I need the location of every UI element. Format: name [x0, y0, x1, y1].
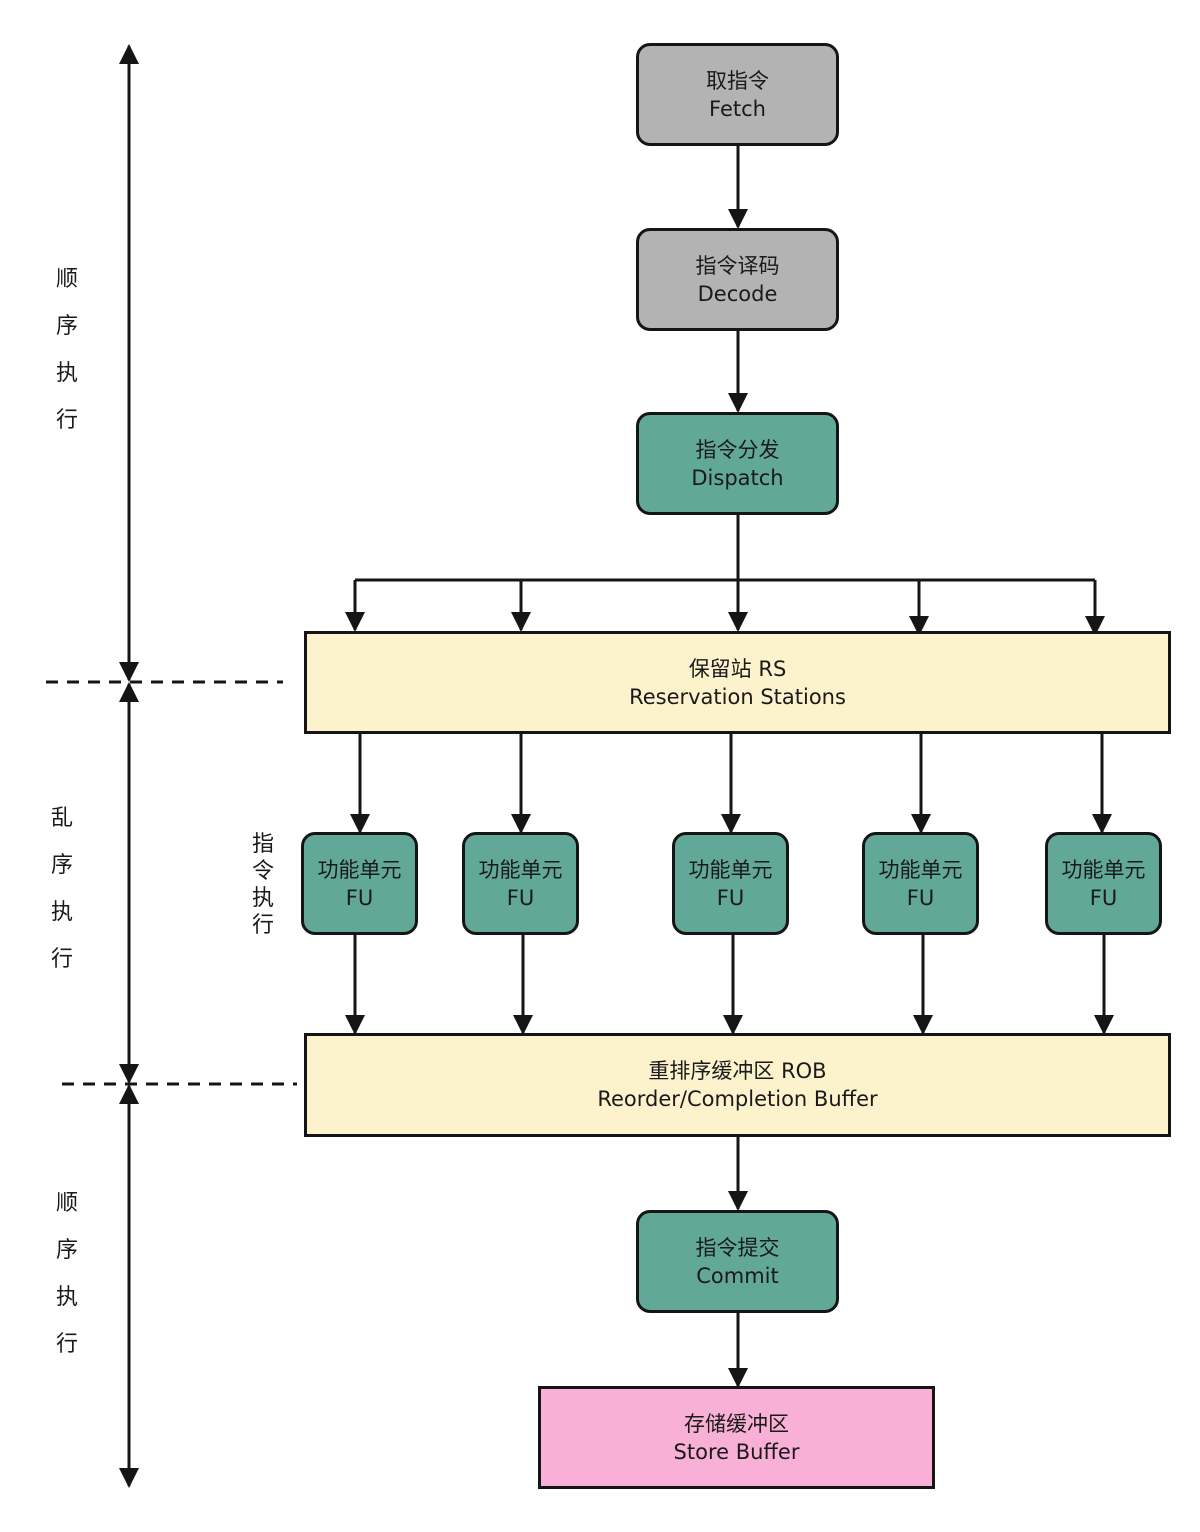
- stage-commit: 指令提交 Commit: [636, 1210, 839, 1313]
- phase-char: 乱: [50, 806, 73, 831]
- stage-fetch: 取指令 Fetch: [636, 43, 839, 146]
- reorder-buffer: 重排序缓冲区 ROB Reorder/Completion Buffer: [304, 1033, 1171, 1137]
- stage-fetch-zh: 取指令: [706, 68, 769, 93]
- fu-en: FU: [906, 885, 935, 910]
- fu-en: FU: [345, 885, 374, 910]
- stage-dispatch-en: Dispatch: [691, 465, 784, 490]
- stage-commit-zh: 指令提交: [695, 1235, 780, 1260]
- execute-char: 指: [251, 832, 274, 857]
- phase-label-out-of-order: 乱 序 执 行: [50, 806, 74, 994]
- execute-char: 令: [251, 859, 274, 884]
- execute-char: 行: [251, 913, 274, 938]
- functional-unit-5: 功能单元 FU: [1045, 832, 1162, 935]
- phase-char: 序: [50, 853, 73, 878]
- fu-en: FU: [506, 885, 535, 910]
- stage-decode-zh: 指令译码: [695, 253, 780, 278]
- phase-separators: [46, 680, 297, 1086]
- functional-unit-4: 功能单元 FU: [862, 832, 979, 935]
- store-buffer-zh: 存储缓冲区: [684, 1411, 789, 1436]
- phase-label-in-order-top: 顺 序 执 行: [55, 267, 79, 455]
- reorder-buffer-zh: 重排序缓冲区 ROB: [648, 1059, 827, 1083]
- stage-fetch-en: Fetch: [709, 96, 766, 121]
- fu-zh: 功能单元: [688, 857, 773, 882]
- phase-label-in-order-bottom: 顺 序 执 行: [55, 1191, 79, 1379]
- phase-char: 执: [55, 1285, 78, 1310]
- store-buffer: 存储缓冲区 Store Buffer: [538, 1386, 935, 1489]
- fu-zh: 功能单元: [317, 857, 402, 882]
- reservation-stations: 保留站 RS Reservation Stations: [304, 631, 1171, 734]
- fu-execute-label: 指 令 执 行: [251, 831, 275, 939]
- reservation-stations-en: Reservation Stations: [629, 684, 846, 709]
- phase-char: 行: [50, 947, 73, 972]
- phase-char: 行: [55, 408, 78, 433]
- fu-zh: 功能单元: [478, 857, 563, 882]
- phase-char: 执: [55, 361, 78, 386]
- stage-decode: 指令译码 Decode: [636, 228, 839, 331]
- functional-unit-3: 功能单元 FU: [672, 832, 789, 935]
- execute-char: 执: [251, 886, 274, 911]
- fu-en: FU: [716, 885, 745, 910]
- phase-char: 序: [55, 314, 78, 339]
- fu-en: FU: [1089, 885, 1118, 910]
- phase-char: 序: [55, 1238, 78, 1263]
- reorder-buffer-en: Reorder/Completion Buffer: [597, 1087, 878, 1111]
- phase-char: 执: [50, 900, 73, 925]
- fu-zh: 功能单元: [878, 857, 963, 882]
- stage-decode-en: Decode: [697, 281, 778, 306]
- functional-unit-2: 功能单元 FU: [462, 832, 579, 935]
- phase-char: 顺: [55, 1191, 78, 1216]
- functional-unit-1: 功能单元 FU: [301, 832, 418, 935]
- phase-char: 行: [55, 1332, 78, 1357]
- store-buffer-en: Store Buffer: [673, 1439, 800, 1464]
- fu-zh: 功能单元: [1061, 857, 1146, 882]
- stage-dispatch-zh: 指令分发: [695, 437, 780, 462]
- stage-dispatch: 指令分发 Dispatch: [636, 412, 839, 515]
- stage-commit-en: Commit: [696, 1263, 779, 1288]
- reservation-stations-zh: 保留站 RS: [688, 656, 787, 681]
- phase-char: 顺: [55, 267, 78, 292]
- flow-arrows: [345, 146, 1114, 1388]
